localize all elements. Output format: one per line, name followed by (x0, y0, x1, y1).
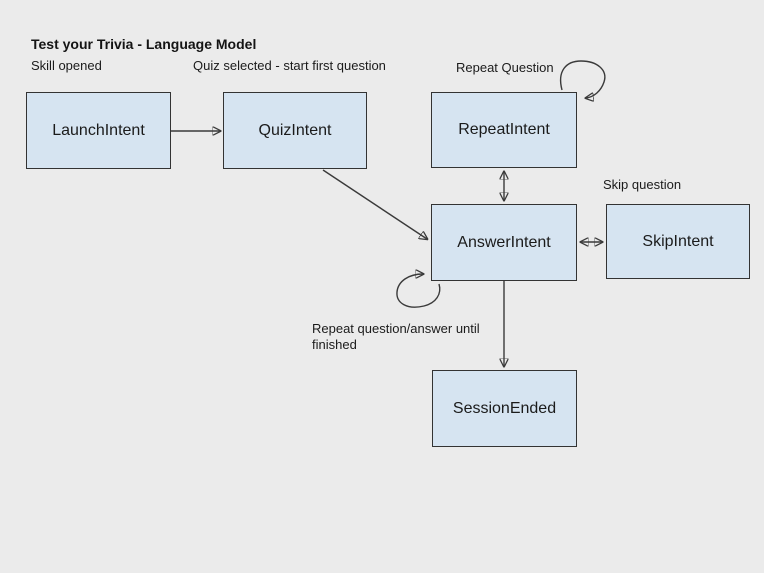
label-skill-opened: Skill opened (31, 58, 102, 73)
node-skipintent-label: SkipIntent (642, 232, 714, 250)
node-launchintent: LaunchIntent (26, 92, 171, 169)
label-repeat-until-finished: Repeat question/answer until finished (312, 321, 480, 352)
label-repeat-question: Repeat Question (456, 60, 554, 75)
node-sessionended-label: SessionEnded (452, 399, 557, 417)
node-quizintent: QuizIntent (223, 92, 367, 169)
label-skip-question: Skip question (603, 177, 682, 192)
node-repeatintent: RepeatIntent (431, 92, 577, 168)
node-sessionended: SessionEnded (432, 370, 577, 447)
node-skipintent: SkipIntent (606, 204, 750, 279)
node-repeatintent-label: RepeatIntent (458, 121, 550, 138)
node-launchintent-label: LaunchIntent (52, 121, 145, 139)
node-quizintent-label: QuizIntent (258, 121, 332, 139)
edge-quiz-to-answer (322, 169, 427, 239)
diagram-title: Test your Trivia - Language Model (31, 36, 257, 52)
node-answerintent: AnswerIntent (431, 204, 577, 281)
node-answerintent-label: AnswerIntent (457, 233, 551, 251)
label-quiz-selected: Quiz selected - start first question (193, 58, 386, 73)
